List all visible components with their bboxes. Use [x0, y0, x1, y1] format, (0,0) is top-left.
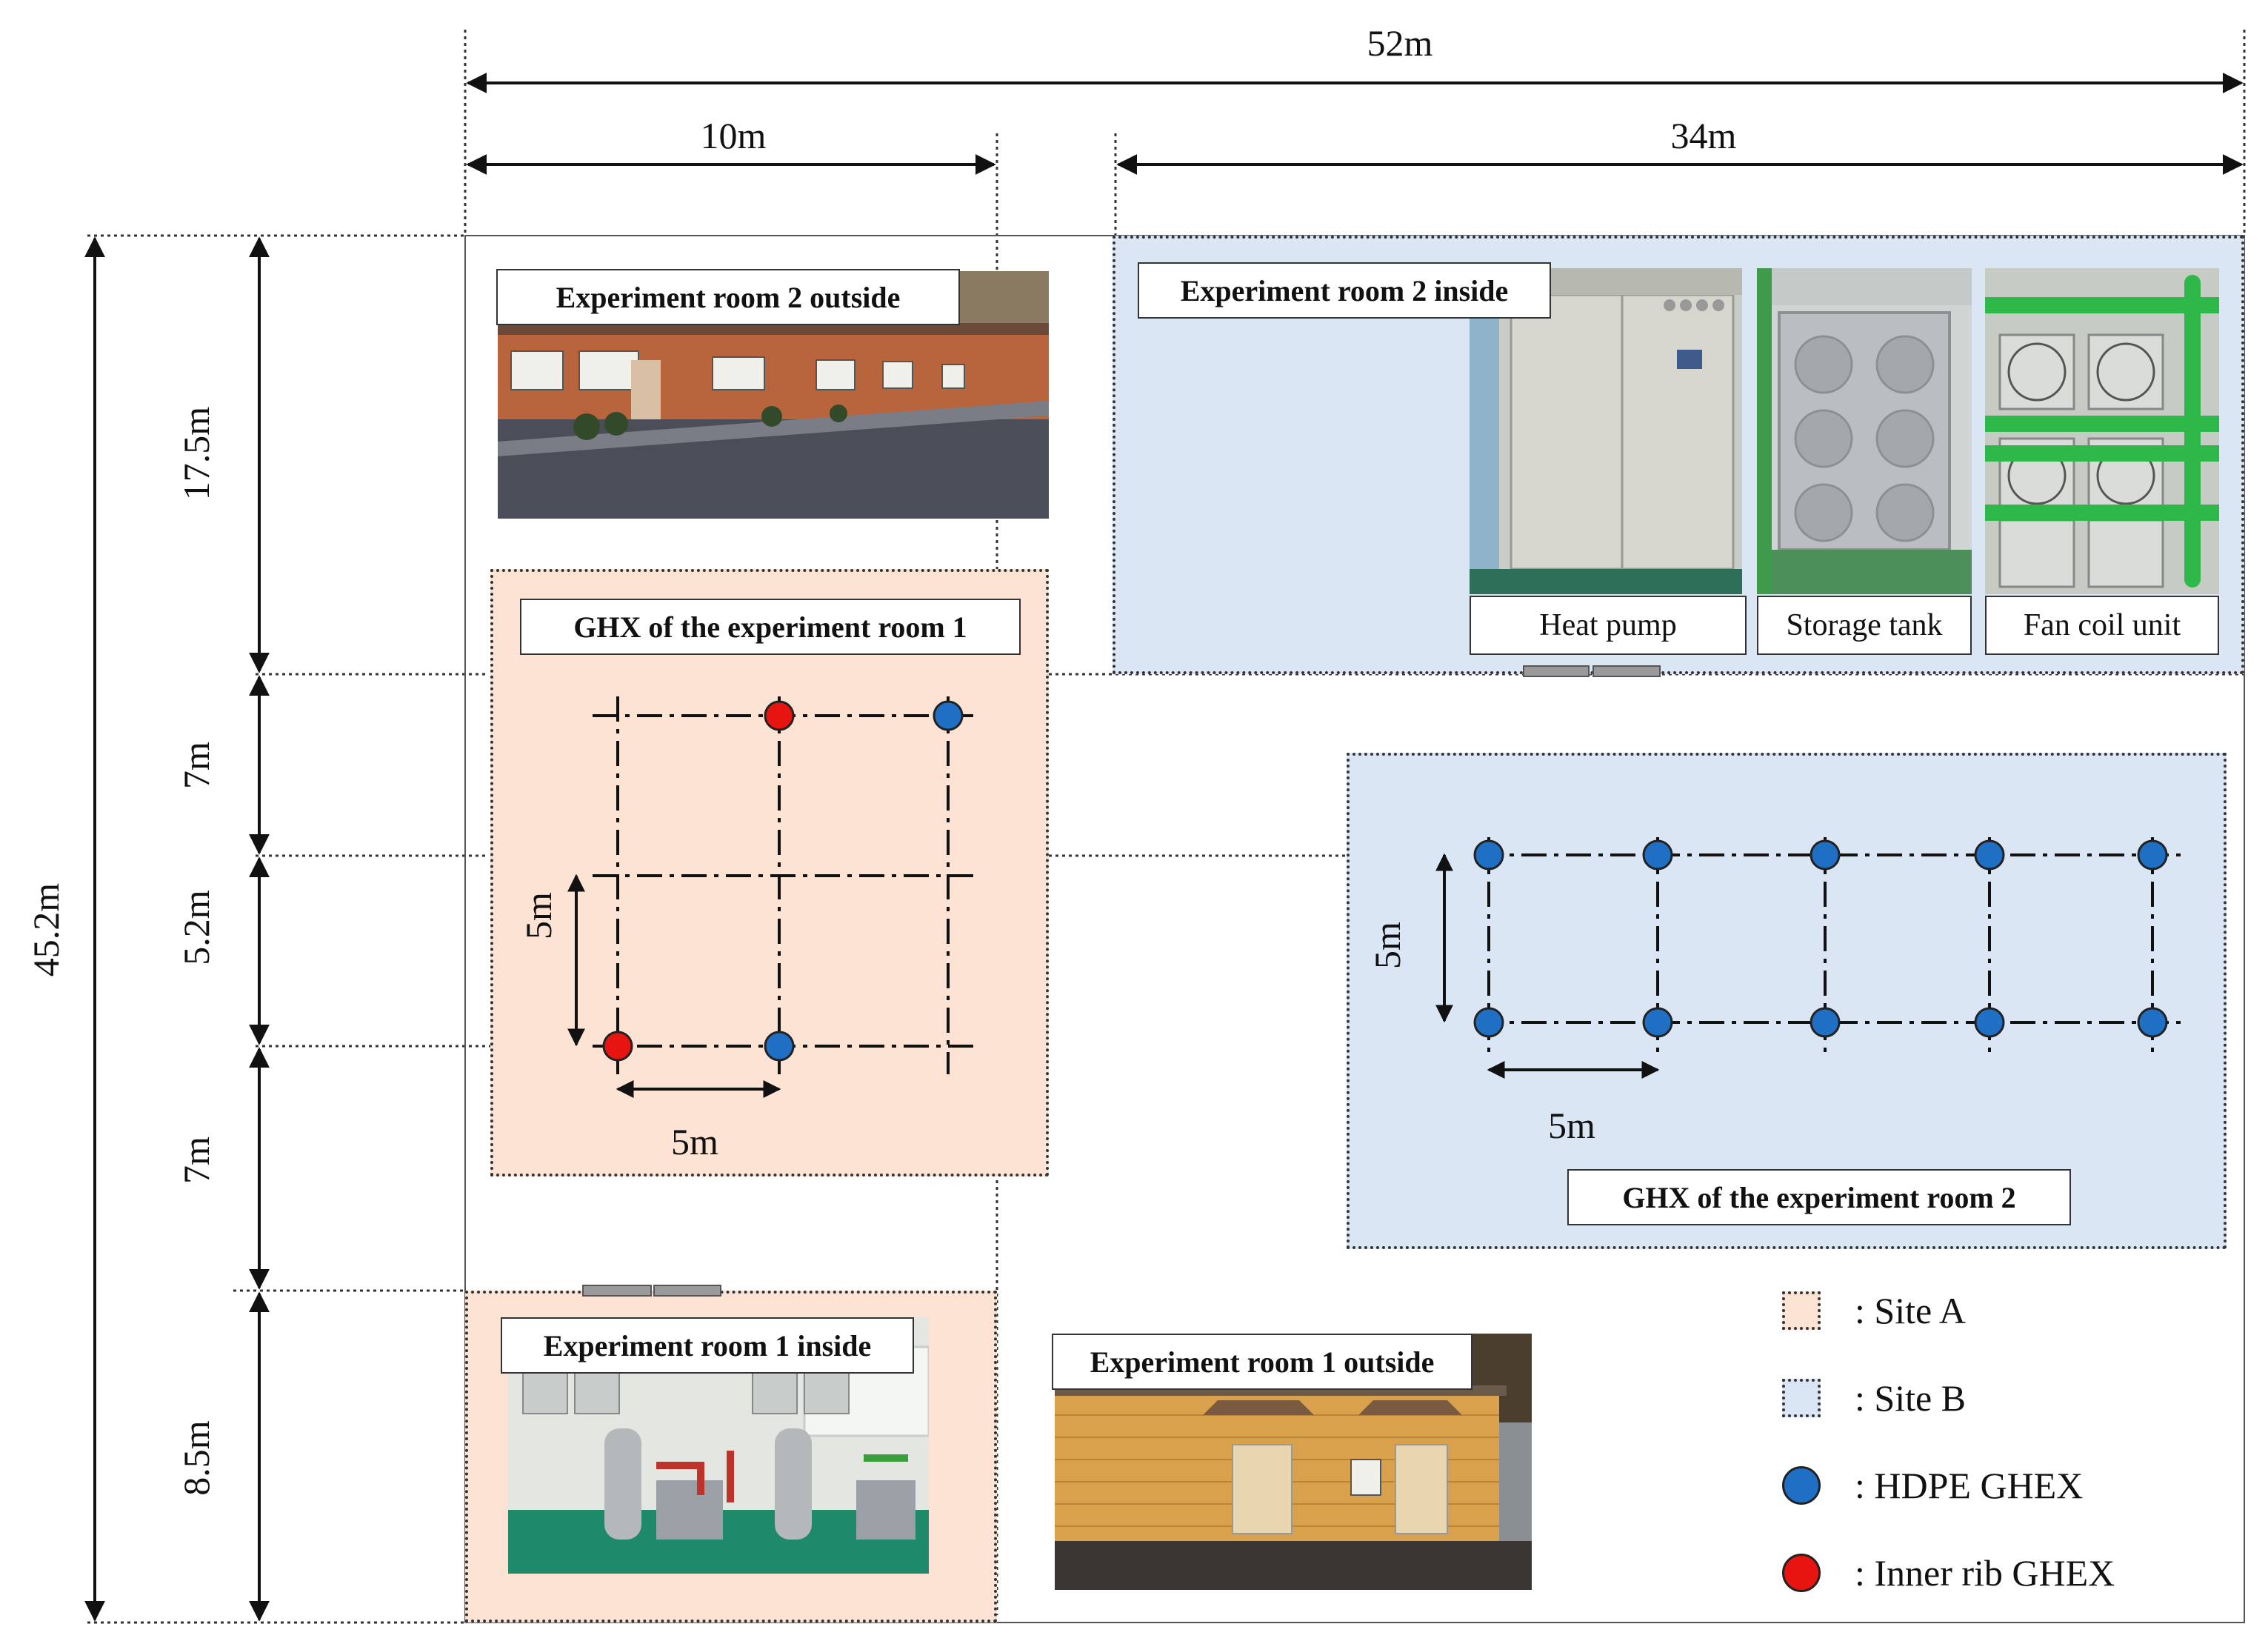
zone-site-a-ghx [490, 569, 1049, 1177]
legend-site-a-label: : Site A [1855, 1290, 1967, 1331]
caption-heat-pump: Heat pump [1470, 596, 1747, 655]
blue-dot-icon [1782, 1466, 1821, 1505]
inner-rib-ghex-marker [764, 700, 795, 731]
dim-right-width: 34m [1670, 115, 1737, 156]
door-room2-b [1592, 665, 1661, 677]
hdpe-ghex-marker [933, 700, 964, 731]
label-room1-inside: Experiment room 1 inside [501, 1317, 914, 1374]
dim-total-width: 52m [1367, 22, 1433, 64]
legend-inner-rib-label: : Inner rib GHEX [1855, 1552, 2115, 1594]
caption-fan-coil-unit: Fan coil unit [1985, 596, 2219, 655]
site-a-swatch-icon [1782, 1291, 1821, 1330]
legend-hdpe-ghex: : HDPE GHEX [1782, 1464, 2083, 1507]
hdpe-ghex-marker [764, 1031, 795, 1062]
zone-site-b-ghx [1347, 753, 2227, 1249]
label-room2-outside: Experiment room 2 outside [496, 269, 960, 325]
door-room2-a [1523, 665, 1590, 677]
hdpe-ghex-marker [1473, 1007, 1504, 1038]
legend-site-a: : Site A [1782, 1289, 1966, 1332]
dim-left-width: 10m [700, 115, 767, 156]
legend-hdpe-label: : HDPE GHEX [1855, 1465, 2084, 1506]
title-site-a-ghx: GHX of the experiment room 1 [520, 599, 1021, 655]
red-dot-icon [1782, 1554, 1821, 1592]
hdpe-ghex-marker [1810, 839, 1841, 871]
inner-rib-ghex-marker [602, 1031, 633, 1062]
hdpe-ghex-marker [1810, 1007, 1841, 1038]
hdpe-ghex-marker [2137, 839, 2168, 871]
hdpe-ghex-marker [1473, 839, 1504, 871]
label-room2-inside: Experiment room 2 inside [1138, 262, 1551, 319]
photo-heat-pump [1470, 268, 1742, 594]
legend-site-b-label: : Site B [1855, 1377, 1967, 1419]
site-b-spacing-horizontal: 5m [1548, 1105, 1595, 1146]
photo-fan-coil-unit [1985, 268, 2219, 594]
door-room1-b [653, 1285, 721, 1297]
title-site-b-ghx: GHX of the experiment room 2 [1567, 1169, 2071, 1225]
label-room1-outside: Experiment room 1 outside [1052, 1334, 1472, 1390]
site-b-spacing-vertical: 5m [1367, 922, 1408, 969]
door-room1-a [582, 1285, 652, 1297]
hdpe-ghex-marker [2137, 1007, 2168, 1038]
site-a-spacing-vertical: 5m [518, 892, 559, 939]
hdpe-ghex-marker [1974, 839, 2005, 871]
hdpe-ghex-marker [1642, 1007, 1673, 1038]
legend-site-b: : Site B [1782, 1377, 1966, 1420]
photo-storage-tank [1757, 268, 1972, 594]
hdpe-ghex-marker [1642, 839, 1673, 871]
site-b-swatch-icon [1782, 1379, 1821, 1417]
hdpe-ghex-marker [1974, 1007, 2005, 1038]
caption-storage-tank: Storage tank [1757, 596, 1972, 655]
site-a-spacing-horizontal: 5m [671, 1121, 718, 1162]
legend-inner-rib-ghex: : Inner rib GHEX [1782, 1551, 2115, 1594]
